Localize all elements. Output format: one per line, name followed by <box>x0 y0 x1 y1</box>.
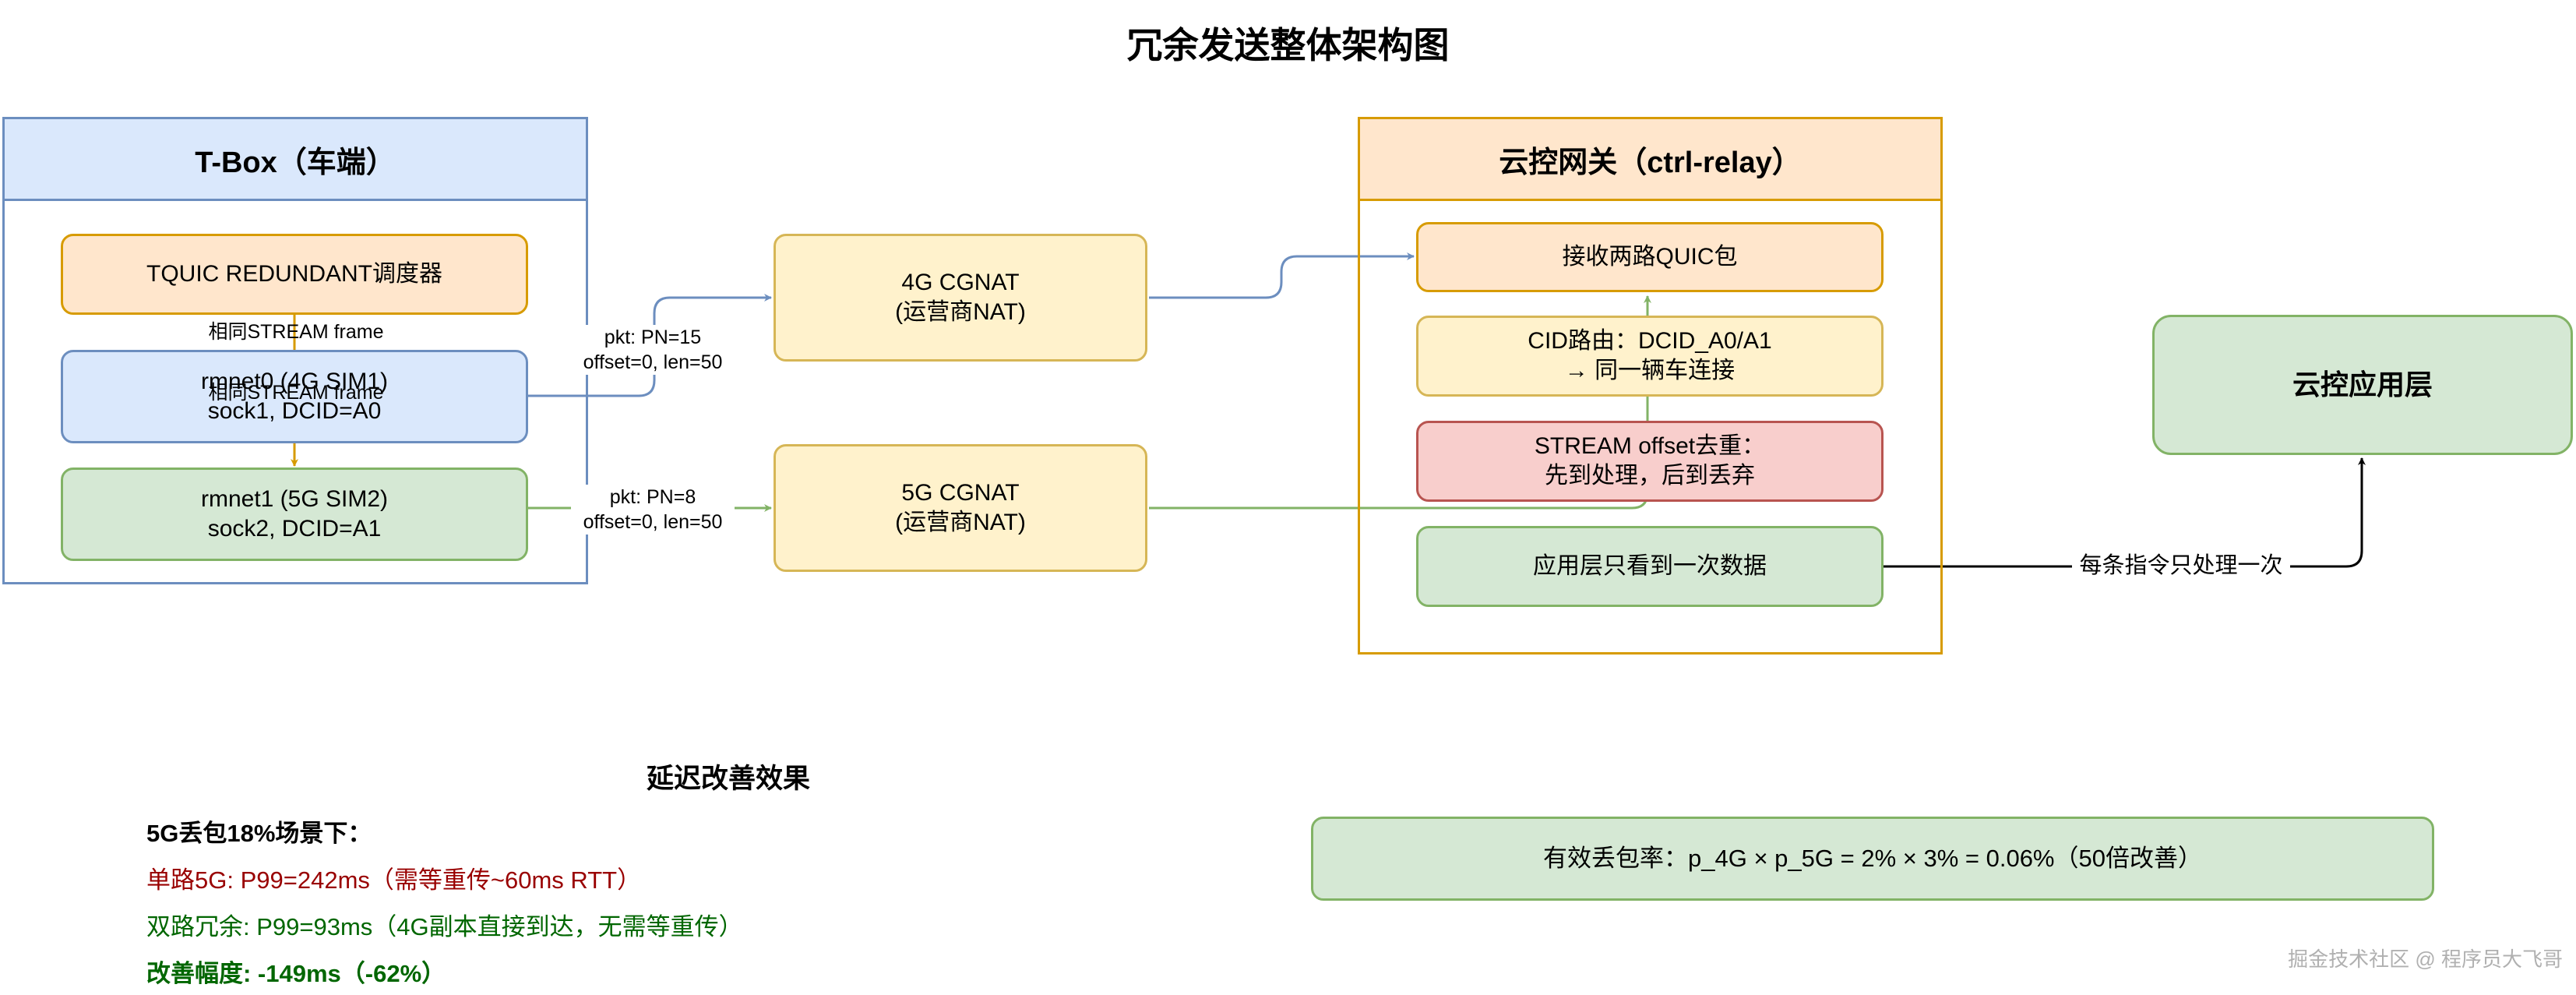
pkt-5g-line1: pkt: PN=8 <box>609 486 696 508</box>
loss-formula-box: 有效丢包率：p_4G × p_5G = 2% × 3% = 0.06%（50倍改… <box>1311 817 2434 901</box>
pkt-4g-line2: offset=0, len=50 <box>583 351 723 373</box>
rmnet0-line2: sock1, DCID=A0 <box>207 398 382 424</box>
nat-4g-line1: 4G CGNAT <box>901 270 1020 295</box>
dedup-box: STREAM offset去重： 先到处理，后到丢弃 <box>1416 421 1884 502</box>
pkt-4g-line1: pkt: PN=15 <box>604 326 702 348</box>
redundant-scheduler-box: TQUIC REDUNDANT调度器 <box>61 234 528 315</box>
cloud-app-box: 云控应用层 <box>2152 315 2573 455</box>
cloud-app-label: 云控应用层 <box>2292 369 2433 400</box>
watermark: 掘金技术社区 @ 程序员大飞哥 <box>2288 947 2563 971</box>
diagram-title: 冗余发送整体架构图 <box>1126 25 1450 65</box>
arrow-app-to-cloud <box>1884 457 2366 568</box>
rmnet0-line1: rmnet0 (4G SIM1) <box>200 369 389 394</box>
nat-5g-line1: 5G CGNAT <box>901 480 1020 506</box>
pkt-4g-label: pkt: PN=15 offset=0, len=50 <box>571 325 735 375</box>
loss-formula-label: 有效丢包率：p_4G × p_5G = 2% × 3% = 0.06%（50倍改… <box>1543 845 2202 872</box>
latency-improve: 改善幅度: -149ms（-62%） <box>146 960 446 987</box>
latency-scenario: 5G丢包18%场景下： <box>146 820 372 847</box>
rmnet0-box: rmnet0 (4G SIM1) sock1, DCID=A0 <box>61 350 528 443</box>
tbox-header: T-Box（车端） <box>2 117 588 201</box>
nat-4g-line2: (运营商NAT) <box>895 299 1026 325</box>
nat-4g-box: 4G CGNAT (运营商NAT) <box>774 234 1147 362</box>
dedup-line2: 先到处理，后到丢弃 <box>1545 463 1755 489</box>
recv-quic-box: 接收两路QUIC包 <box>1416 222 1884 292</box>
pkt-5g-line2: offset=0, len=50 <box>583 511 723 533</box>
cid-routing-line1: CID路由：DCID_A0/A1 <box>1528 328 1772 354</box>
cid-routing-line2: → 同一辆车连接 <box>1564 358 1736 383</box>
recv-quic-label: 接收两路QUIC包 <box>1562 244 1738 270</box>
latency-single: 单路5G: P99=242ms（需等重传~60ms RTT） <box>146 866 642 894</box>
scheduler-label: TQUIC REDUNDANT调度器 <box>146 261 442 287</box>
nat-5g-line2: (运营商NAT) <box>895 510 1026 535</box>
nat-5g-box: 5G CGNAT (运营商NAT) <box>774 444 1147 572</box>
rmnet1-line2: sock2, DCID=A1 <box>207 516 382 542</box>
same-frame-label-2: 相同STREAM frame <box>208 382 384 404</box>
same-frame-label-1: 相同STREAM frame <box>208 321 384 343</box>
pkt-5g-label: pkt: PN=8 offset=0, len=50 <box>571 485 735 535</box>
once-label: 每条指令只处理一次 <box>2072 553 2290 578</box>
rmnet1-box: rmnet1 (5G SIM2) sock2, DCID=A1 <box>61 468 528 561</box>
arrow-4g-to-recv <box>1149 252 1415 299</box>
relay-header: 云控网关（ctrl-relay） <box>1358 117 1943 201</box>
app-once-box: 应用层只看到一次数据 <box>1416 526 1884 607</box>
app-once-label: 应用层只看到一次数据 <box>1533 553 1767 579</box>
latency-title: 延迟改善效果 <box>646 764 810 794</box>
rmnet1-line1: rmnet1 (5G SIM2) <box>200 486 389 512</box>
latency-dual: 双路冗余: P99=93ms（4G副本直接到达，无需等重传） <box>146 913 743 940</box>
dedup-line1: STREAM offset去重： <box>1534 433 1766 459</box>
cid-routing-box: CID路由：DCID_A0/A1 → 同一辆车连接 <box>1416 316 1884 397</box>
